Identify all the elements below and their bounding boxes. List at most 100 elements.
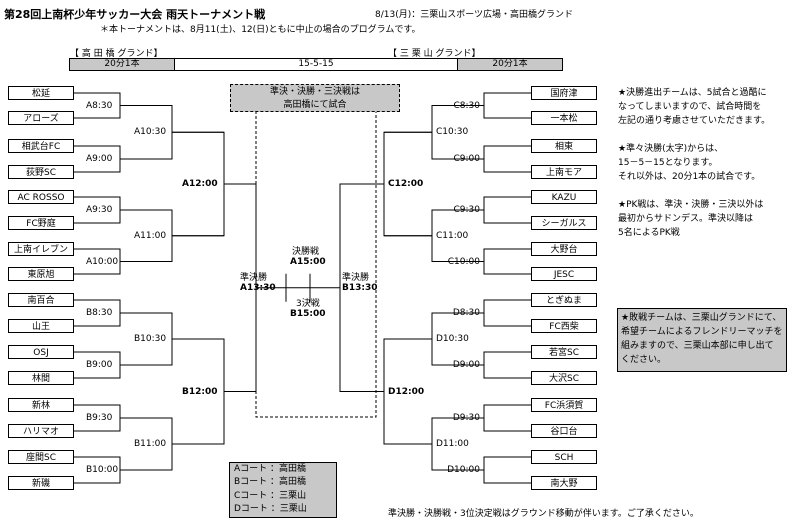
- match-time-left-r2: A11:00: [134, 230, 167, 241]
- match-time-left-r1: A8:30: [86, 100, 113, 111]
- match-time-left-r1: A9:30: [86, 205, 113, 215]
- team-right: 南大野: [531, 476, 597, 490]
- match-time-right-r1: C9:30: [453, 205, 481, 215]
- match-time-left-r3: B12:00: [182, 386, 218, 397]
- court-d: Dコート ：三栗山: [234, 504, 307, 514]
- bracket-line: [310, 183, 384, 392]
- match-time-left-r1: A9:00: [86, 154, 113, 164]
- team-right: 相東: [531, 139, 597, 153]
- team-left: 東原旭: [8, 267, 74, 281]
- note-line: 5名によるPK戦: [618, 228, 680, 238]
- third-time: B15:00: [290, 309, 326, 319]
- date-venue: 8/13(月)：三栗山スポーツ広場・高田橋グランド: [375, 10, 574, 20]
- friendly-line-4: ください。: [621, 355, 667, 365]
- match-time-right-r1: C9:00: [453, 154, 481, 164]
- note-line: 左記の通り考慮させていただきます。: [618, 116, 771, 126]
- bracket-line: [483, 351, 531, 379]
- team-left: AC ROSSO: [8, 190, 74, 204]
- team-right: 谷口台: [531, 424, 597, 438]
- bracket-line: [483, 404, 531, 432]
- header-note: ＊本トーナメントは、8月11(土)、12(日)ともに中止の場合のプログラムです。: [100, 25, 421, 35]
- team-left: 山王: [8, 319, 74, 333]
- team-left: 荻野SC: [8, 165, 74, 179]
- finals-venue-line1: 準決・決勝・三決戦は: [269, 87, 360, 97]
- bracket-line: [483, 145, 531, 173]
- semi-left-label: 準決勝: [240, 273, 268, 283]
- match-time-right-r2: C10:30: [436, 127, 469, 138]
- right-format: 20分1本: [457, 58, 563, 71]
- team-right: 国府津: [531, 86, 597, 100]
- team-right: 若宮SC: [531, 345, 597, 359]
- team-left: 林間: [8, 371, 74, 385]
- team-right: シーガルス: [531, 216, 597, 230]
- match-time-right-r1: C10:00: [447, 256, 480, 267]
- court-c: Cコート ：三栗山: [234, 491, 307, 501]
- team-left: 相武台FC: [8, 139, 74, 153]
- finals-venue-line2: 高田橋にて試合: [283, 100, 347, 110]
- team-left: 上南イレブン: [8, 242, 74, 256]
- match-time-right-r3: C12:00: [388, 179, 424, 189]
- friendly-line-3: 組みますので、三栗山本部に申し出て: [621, 341, 774, 351]
- note-line: ★PK戦は、準決・決勝・三決以外は: [618, 200, 764, 210]
- team-right: FC西柴: [531, 319, 597, 333]
- match-time-right-r1: D9:00: [452, 360, 480, 370]
- friendly-match-box: ★敗戦チームは、三栗山グランドにて、 希望チームによるフレンドリーマッチを 組み…: [617, 308, 787, 372]
- match-time-left-r1: B9:00: [86, 360, 113, 370]
- third-label: 3決戦: [296, 299, 320, 309]
- match-time-left-r1: B8:30: [86, 308, 113, 318]
- team-left: 新林: [8, 398, 74, 412]
- court-a: Aコート ：高田橋: [234, 464, 307, 474]
- note-line: 15－5－15となります。: [618, 158, 718, 168]
- court-b: Bコート ：高田橋: [234, 477, 307, 487]
- semi-left-time: A13:30: [240, 283, 276, 293]
- match-time-right-r2: D11:00: [436, 439, 469, 449]
- bracket-line: [285, 273, 311, 302]
- team-left: 南百合: [8, 293, 74, 307]
- team-right: KAZU: [531, 190, 597, 204]
- note-line: ★準々決勝(太字)からは、: [618, 144, 724, 154]
- team-left: 松延: [8, 86, 74, 100]
- friendly-line-1: ★敗戦チームは、三栗山グランドにて、: [621, 313, 782, 323]
- bracket-line: [483, 299, 531, 327]
- match-time-right-r1: C8:30: [453, 100, 481, 111]
- left-ground-label: 【 高 田 橋 グランド】: [70, 49, 163, 59]
- note-line: 最初からサドンデス。準決以降は: [618, 214, 754, 224]
- bracket-line: [483, 456, 531, 484]
- bracket-line: [483, 92, 531, 119]
- footer-note: 準決勝・決勝戦・3位決定戦はグラウンド移動が伴います。ご了承ください。: [388, 509, 699, 519]
- team-left: アローズ: [8, 111, 74, 125]
- semi-right-label: 準決勝: [342, 273, 370, 283]
- team-right: 大野台: [531, 242, 597, 256]
- match-time-left-r2: A10:30: [134, 127, 167, 138]
- team-left: ハリマオ: [8, 424, 74, 438]
- team-right: 上南モア: [531, 165, 597, 179]
- team-right: FC浜須賀: [531, 398, 597, 412]
- court-legend: Aコート ：高田橋 Bコート ：高田橋 Cコート ：三栗山 Dコート ：三栗山: [229, 462, 337, 518]
- match-time-right-r2: C11:00: [436, 230, 469, 241]
- team-left: 新磯: [8, 476, 74, 490]
- match-time-left-r2: B10:30: [134, 334, 167, 344]
- match-time-right-r1: D9:30: [452, 413, 480, 423]
- team-right: JESC: [531, 267, 597, 281]
- note-line: それ以外は、20分1本の試合です。: [618, 172, 761, 182]
- note-line: なってしまいますので、試合時間を: [618, 102, 762, 112]
- bracket-line: [483, 196, 531, 224]
- match-time-left-r2: B11:00: [134, 439, 167, 449]
- right-ground-label: 【 三 栗 山 グランド】: [388, 49, 481, 59]
- match-time-right-r3: D12:00: [388, 386, 425, 397]
- match-time-left-r1: B9:30: [86, 413, 113, 423]
- semi-right-time: B13:30: [342, 283, 378, 293]
- final-label: 決勝戦: [292, 247, 320, 257]
- team-right: SCH: [531, 450, 597, 464]
- match-time-left-r1: B10:00: [86, 465, 119, 475]
- match-time-right-r1: D8:30: [452, 308, 480, 318]
- note-line: ★決勝進出チームは、5試合と過酷に: [618, 88, 767, 98]
- match-time-left-r1: A10:00: [86, 256, 119, 267]
- team-left: FC野庭: [8, 216, 74, 230]
- finals-venue-box: 準決・決勝・三決戦は 高田橋にて試合: [230, 84, 400, 112]
- team-right: とぎぬま: [531, 293, 597, 307]
- match-time-right-r1: D10:00: [447, 465, 480, 475]
- match-time-right-r2: D10:30: [436, 334, 469, 344]
- team-left: OSJ: [8, 345, 74, 359]
